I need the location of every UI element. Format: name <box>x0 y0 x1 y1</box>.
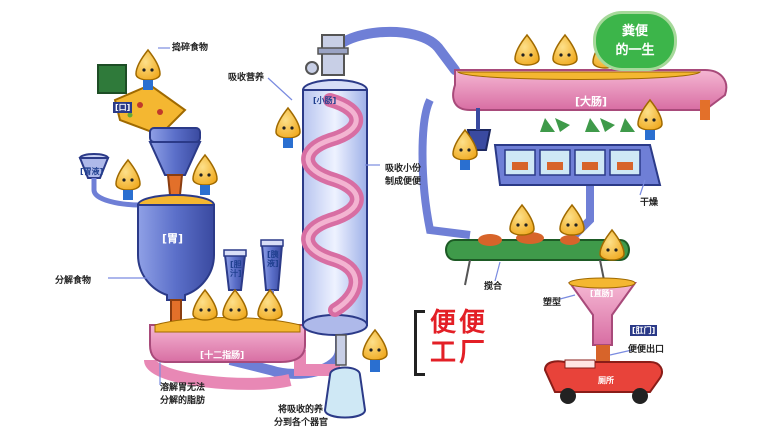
conveyor-belt <box>445 232 630 286</box>
duodenum-trough <box>149 317 306 363</box>
title-line-1: 便便 <box>430 308 489 338</box>
badge-life-of-poop: 粪便 的一生 <box>596 14 674 68</box>
gastric-juice-cup <box>78 153 141 208</box>
mascot <box>509 203 535 236</box>
label-rectum: [直肠] <box>590 289 614 298</box>
large-intestine-tank <box>452 69 728 186</box>
small-intestine-column <box>301 34 368 419</box>
label-absorb-water-2: 制成便便 <box>385 177 422 187</box>
label-dissolve-fat-2: 分解的脂肪 <box>160 396 206 406</box>
label-absorb-water-1: 吸收小份 <box>385 164 422 174</box>
label-dissolve-fat-1: 溶解胃无法 <box>160 383 206 393</box>
label-stir: 搅合 <box>484 282 503 292</box>
title-line-2: 工厂 <box>430 338 489 368</box>
badge-line-1: 粪便 <box>621 24 648 39</box>
toilet-car <box>543 359 663 404</box>
label-duodenum: [十二指肠] <box>200 351 245 361</box>
title-bracket <box>414 310 425 376</box>
page-title: 便便 工厂 <box>430 308 488 368</box>
label-stomach: [胃] <box>162 232 184 245</box>
mascot <box>599 228 625 261</box>
label-anus: [肛门] <box>630 325 658 336</box>
label-poop-exit: 便便出口 <box>628 345 665 355</box>
mascot-group <box>115 33 663 372</box>
rectum-funnel <box>568 277 637 365</box>
label-small-intestine: [小肠] <box>313 96 337 105</box>
label-mouth: [口] <box>113 102 133 113</box>
label-pancreatic-juice: [胰液] <box>267 250 279 268</box>
mouth-machine <box>97 64 202 196</box>
mascot <box>362 328 388 372</box>
label-distribute-1: 将吸收的养 <box>278 405 324 415</box>
label-decompose-food: 分解食物 <box>55 276 92 286</box>
label-absorb-nutrients: 吸收营养 <box>228 73 265 83</box>
mascot <box>115 158 141 200</box>
label-toilet: 厕所 <box>598 376 614 385</box>
mascot <box>192 153 218 195</box>
label-shape: 塑型 <box>543 298 562 308</box>
label-crush-food: 捣碎食物 <box>172 43 209 53</box>
mascot <box>552 33 578 66</box>
mascot <box>514 33 540 66</box>
label-bile: [胆汁] <box>230 260 242 278</box>
mascot <box>135 48 161 90</box>
mascot <box>637 98 663 140</box>
label-large-intestine: [大肠] <box>575 95 608 108</box>
label-dry: 干燥 <box>640 198 659 208</box>
label-distribute-2: 分到各个器官 <box>274 418 329 428</box>
badge-line-2: 的一生 <box>615 43 655 58</box>
label-gastric-juice: [胃液] <box>80 167 104 176</box>
mascot <box>275 106 301 148</box>
mascot <box>222 288 248 321</box>
mascot <box>192 288 218 321</box>
stomach-machine <box>137 194 215 323</box>
leader-lines <box>108 47 646 385</box>
mascot <box>257 288 283 321</box>
mascot <box>452 128 478 170</box>
mascot <box>559 203 585 236</box>
